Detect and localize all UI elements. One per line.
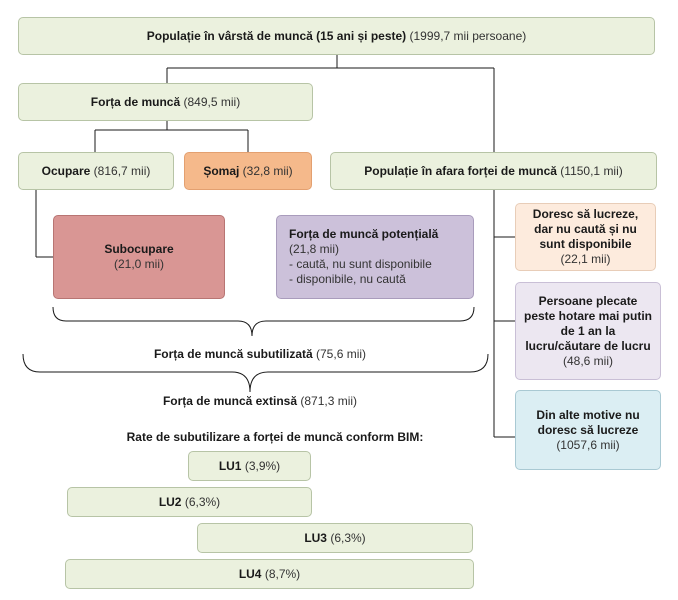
labor-force-label: Forța de muncă <box>90 94 181 109</box>
potential-labor-force-box: Forța de muncă potențială (21,8 mii) - c… <box>276 215 474 299</box>
lu4-value: (8,7%) <box>264 566 301 581</box>
labor-force-value: (849,5 mii) <box>183 94 241 109</box>
other-reasons-value: (1057,6 mii) <box>556 437 620 452</box>
unemployment-box: Șomaj (32,8 mii) <box>184 152 312 190</box>
underutilized-labor-force-caption: Forța de muncă subutilizată (75,6 mii) <box>130 347 390 362</box>
lu2-label: LU2 <box>158 494 182 509</box>
want-to-work-value: (22,1 mii) <box>560 252 611 266</box>
lu1-box: LU1 (3,9%) <box>188 451 311 481</box>
lu1-value: (3,9%) <box>244 458 281 473</box>
employment-value: (816,7 mii) <box>93 163 151 178</box>
potential-available-not-seeking: - disponibile, nu caută <box>289 272 406 286</box>
potential-labor-force-value: (21,8 mii) <box>289 242 340 256</box>
extended-label: Forța de muncă extinsă <box>162 394 297 408</box>
labor-force-box: Forța de muncă (849,5 mii) <box>18 83 313 121</box>
underutilized-label: Forța de muncă subutilizată <box>153 347 313 361</box>
emigrants-value: (48,6 mii) <box>562 353 613 368</box>
other-reasons-box: Din alte motive nu doresc să lucreze (10… <box>515 390 661 470</box>
outside-labor-force-value: (1150,1 mii) <box>560 163 623 178</box>
unemployment-label: Șomaj <box>203 163 240 178</box>
extended-value: (871,3 mii) <box>300 394 358 408</box>
underemployment-box: Subocupare (21,0 mii) <box>53 215 225 299</box>
working-age-population-value: (1999,7 mii persoane) <box>409 28 527 43</box>
emigrants-box: Persoane plecate peste hotare mai putin … <box>515 282 661 380</box>
underemployment-label: Subocupare <box>104 242 174 256</box>
lu2-value: (6,3%) <box>184 494 221 509</box>
potential-labor-force-label: Forța de muncă potențială <box>289 227 439 241</box>
want-to-work-label: Doresc să lucreze, dar nu caută și nu su… <box>532 207 639 251</box>
rates-title: Rate de subutilizare a forței de muncă c… <box>126 430 424 444</box>
underutilized-value: (75,6 mii) <box>316 347 367 361</box>
underemployment-value: (21,0 mii) <box>113 257 164 271</box>
lu3-value: (6,3%) <box>330 530 366 545</box>
employment-box: Ocupare (816,7 mii) <box>18 152 174 190</box>
emigrants-label: Persoane plecate peste hotare mai putin … <box>523 293 653 353</box>
extended-labor-force-caption: Forța de muncă extinsă (871,3 mii) <box>130 394 390 409</box>
potential-seeking-not-available: - caută, nu sunt disponibile <box>289 257 432 271</box>
unemployment-value: (32,8 mii) <box>242 163 293 178</box>
want-to-work-box: Doresc să lucreze, dar nu caută și nu su… <box>515 203 656 271</box>
lu2-box: LU2 (6,3%) <box>67 487 312 517</box>
outside-labor-force-label: Populație în afara forței de muncă <box>364 163 557 178</box>
lu4-label: LU4 <box>238 566 262 581</box>
working-age-population-box: Populație în vârstă de muncă (15 ani și … <box>18 17 655 55</box>
lu3-box: LU3 (6,3%) <box>197 523 473 553</box>
other-reasons-label: Din alte motive nu doresc să lucreze <box>536 407 640 437</box>
lu3-label: LU3 <box>304 530 327 545</box>
outside-labor-force-box: Populație în afara forței de muncă (1150… <box>330 152 657 190</box>
employment-label: Ocupare <box>41 163 91 178</box>
lu4-box: LU4 (8,7%) <box>65 559 474 589</box>
lu1-label: LU1 <box>218 458 242 473</box>
working-age-population-label: Populație în vârstă de muncă (15 ani și … <box>146 28 407 43</box>
